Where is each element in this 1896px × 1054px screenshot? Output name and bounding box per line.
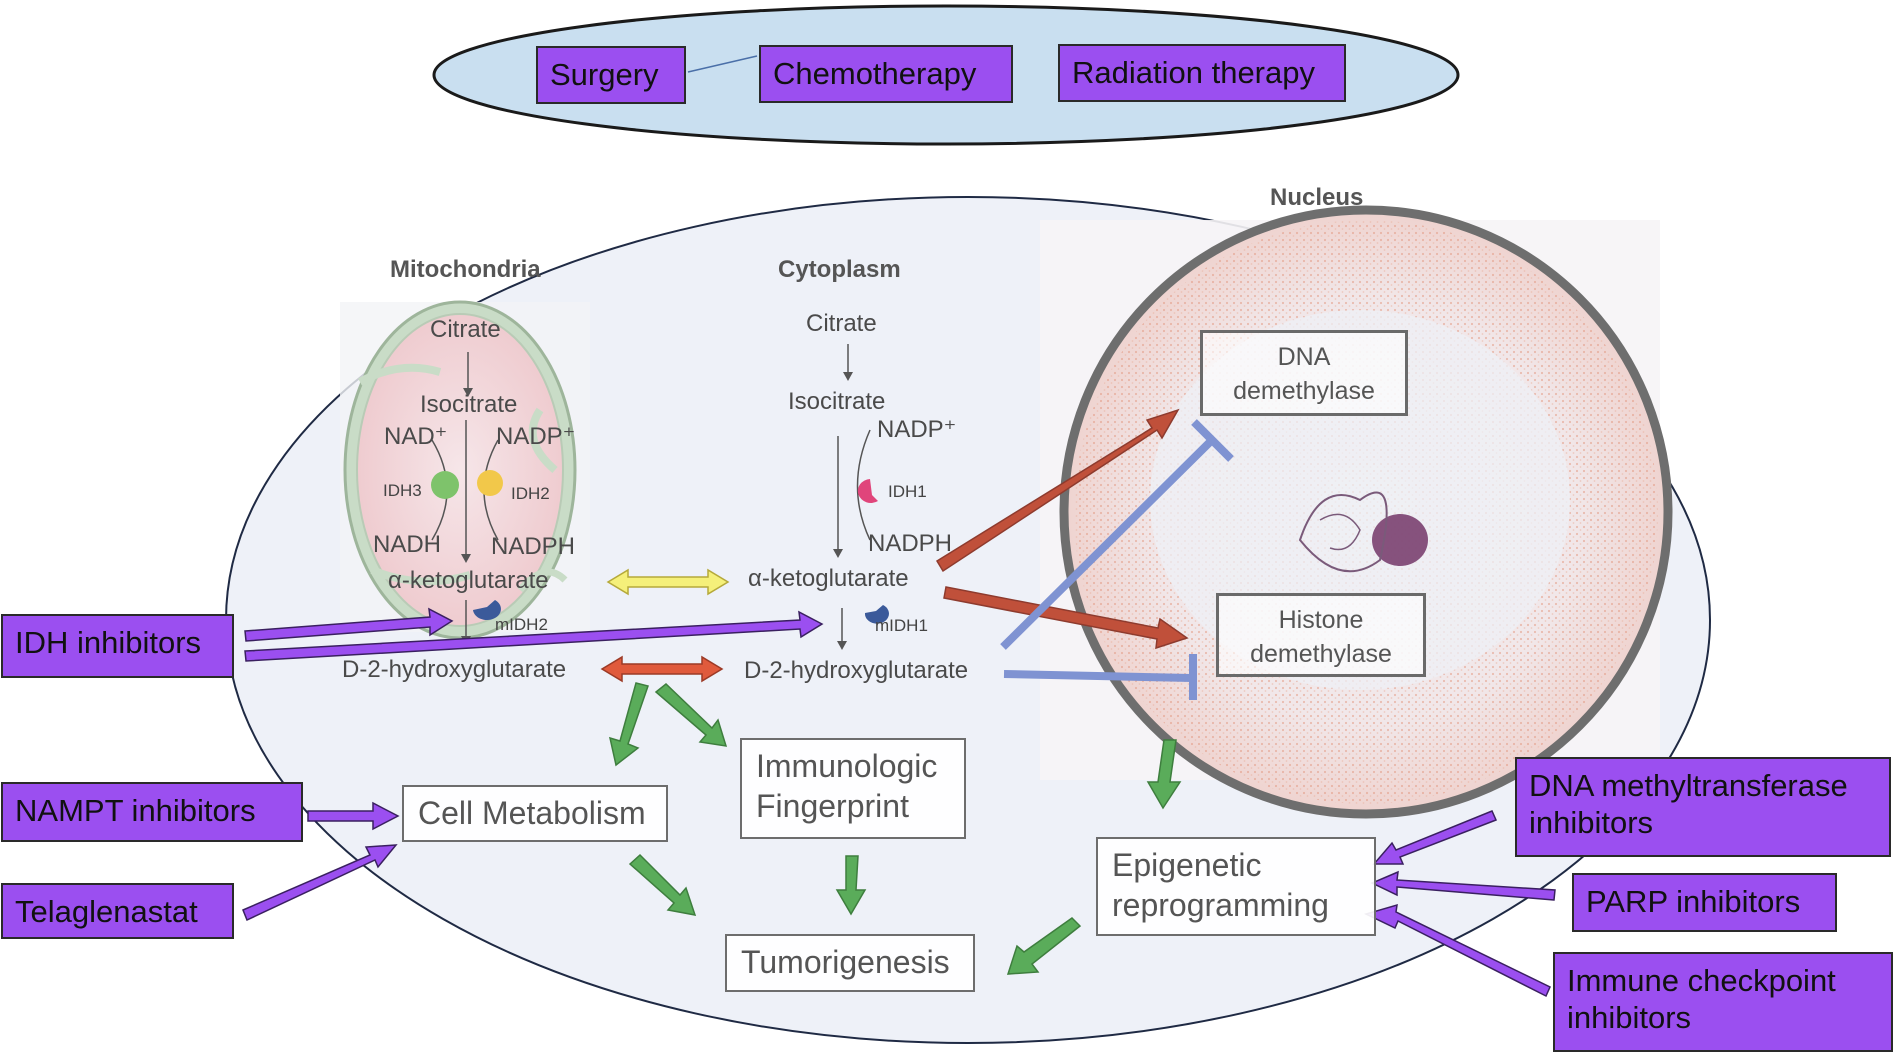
mito-isocitrate: Isocitrate — [420, 391, 518, 418]
histone-demethylase-box: Histone demethylase — [1216, 593, 1426, 677]
mito-nadph: NADPH — [491, 533, 576, 560]
akg-exchange-arrow — [606, 568, 730, 596]
cyto-citrate: Citrate — [806, 310, 877, 337]
cell-metabolism-box: Cell Metabolism — [402, 785, 668, 842]
dnmt-inhibitors-box: DNA methyltransferase inhibitors — [1515, 757, 1891, 857]
mito-nadh: NADH — [373, 531, 442, 558]
mito-d2hg: D-2-hydroxyglutarate — [342, 656, 567, 683]
cyto-nadp: NADP⁺ — [877, 416, 957, 443]
nucleus-label: Nucleus — [1270, 184, 1364, 211]
cyto-d2hg: D-2-hydroxyglutarate — [744, 657, 969, 684]
cyto-midh1: mIDH1 — [875, 616, 928, 635]
cyto-nadph: NADPH — [868, 530, 953, 557]
mitochondrion-graphic — [340, 300, 590, 645]
idh-inhibitors-box: IDH inhibitors — [1, 614, 234, 678]
mito-midh2: mIDH2 — [495, 615, 548, 634]
telaglenastat-box: Telaglenastat — [1, 883, 234, 939]
mito-nadp: NADP⁺ — [496, 423, 576, 450]
dna-demethylase-box: DNA demethylase — [1200, 330, 1408, 416]
mito-akg: α-ketoglutarate — [388, 567, 549, 594]
ellipse-connector — [687, 55, 758, 73]
mitochondria-label: Mitochondria — [390, 256, 541, 283]
mito-idh2: IDH2 — [511, 484, 550, 503]
inhibition-lines — [1000, 419, 1234, 700]
radiation-therapy-box: Radiation therapy — [1058, 44, 1346, 102]
chemotherapy-box: Chemotherapy — [759, 45, 1013, 103]
nampt-inhibitors-box: NAMPT inhibitors — [1, 782, 303, 842]
therapy-arrows — [242, 607, 1556, 998]
d2hg-exchange-arrow — [600, 655, 724, 683]
tumorigenesis-box: Tumorigenesis — [725, 934, 975, 992]
cyto-akg: α-ketoglutarate — [748, 565, 909, 592]
surgery-box: Surgery — [536, 46, 686, 104]
cyto-idh1: IDH1 — [888, 482, 927, 501]
activation-arrows — [608, 682, 1182, 975]
immune-checkpoint-inhibitors-box: Immune checkpoint inhibitors — [1553, 952, 1893, 1052]
immunologic-fingerprint-box: Immunologic Fingerprint — [740, 738, 966, 839]
cytoplasm-label: Cytoplasm — [778, 256, 901, 283]
epigenetic-reprogramming-box: Epigenetic reprogramming — [1096, 837, 1376, 936]
mito-citrate: Citrate — [430, 316, 501, 343]
cyto-isocitrate: Isocitrate — [788, 388, 886, 415]
stimulation-arrows — [935, 408, 1189, 650]
mito-idh3: IDH3 — [383, 481, 422, 500]
cytoplasm-pathway-graphic — [833, 344, 889, 650]
mito-nad: NAD⁺ — [384, 423, 448, 450]
parp-inhibitors-box: PARP inhibitors — [1572, 873, 1837, 932]
